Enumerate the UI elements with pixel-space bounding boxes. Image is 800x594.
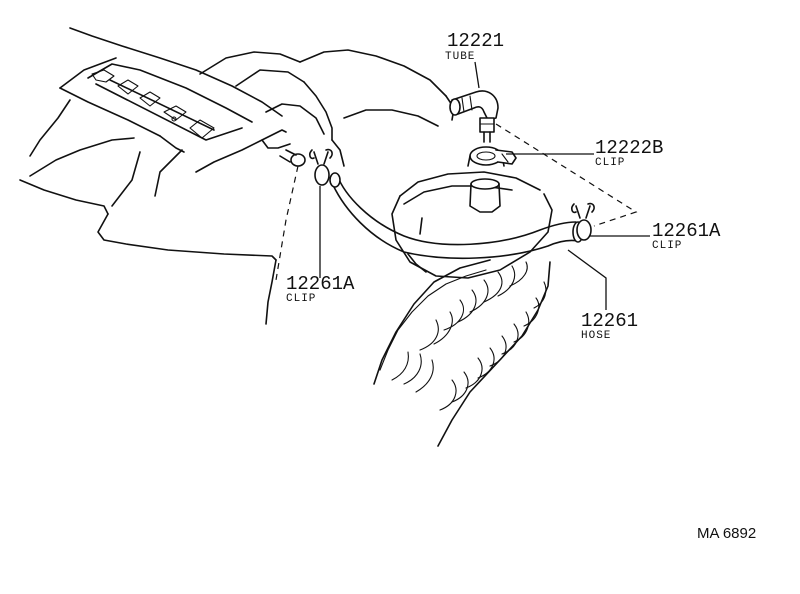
leader-lines — [319, 61, 650, 310]
throttle-body — [391, 171, 553, 279]
callout-clip-12222b: 12222B CLIP — [595, 137, 663, 169]
part-name: CLIP — [595, 157, 625, 169]
clip-12222b — [467, 146, 517, 167]
drawing-code: MA 6892 — [697, 525, 756, 542]
corrugated-duct — [373, 259, 551, 447]
head-nipple — [279, 149, 306, 167]
assembly-line — [275, 165, 299, 281]
callout-clip-12261a-right: 12261A CLIP — [652, 220, 721, 252]
callout-clip-12261a-left: 12261A CLIP — [286, 273, 355, 305]
callout-tube-12221: 12221 TUBE — [445, 30, 504, 63]
clip-12261a-right — [571, 202, 595, 241]
part-name: CLIP — [652, 240, 682, 252]
part-number: 12221 — [447, 30, 504, 52]
part-name: TUBE — [445, 51, 475, 63]
part-number: 12261 — [581, 310, 638, 332]
callout-hose-12261: 12261 HOSE — [581, 310, 638, 342]
cylinder-head-cover — [19, 27, 455, 325]
part-number: 12222B — [595, 137, 663, 159]
assembly-line — [495, 123, 638, 227]
clip-12261a-left — [309, 148, 333, 186]
tube-12221 — [449, 90, 499, 143]
part-number: 12261A — [652, 220, 721, 242]
part-name: CLIP — [286, 293, 316, 305]
part-name: HOSE — [581, 330, 611, 342]
part-number: 12261A — [286, 273, 355, 295]
embossed-logo — [91, 69, 215, 139]
